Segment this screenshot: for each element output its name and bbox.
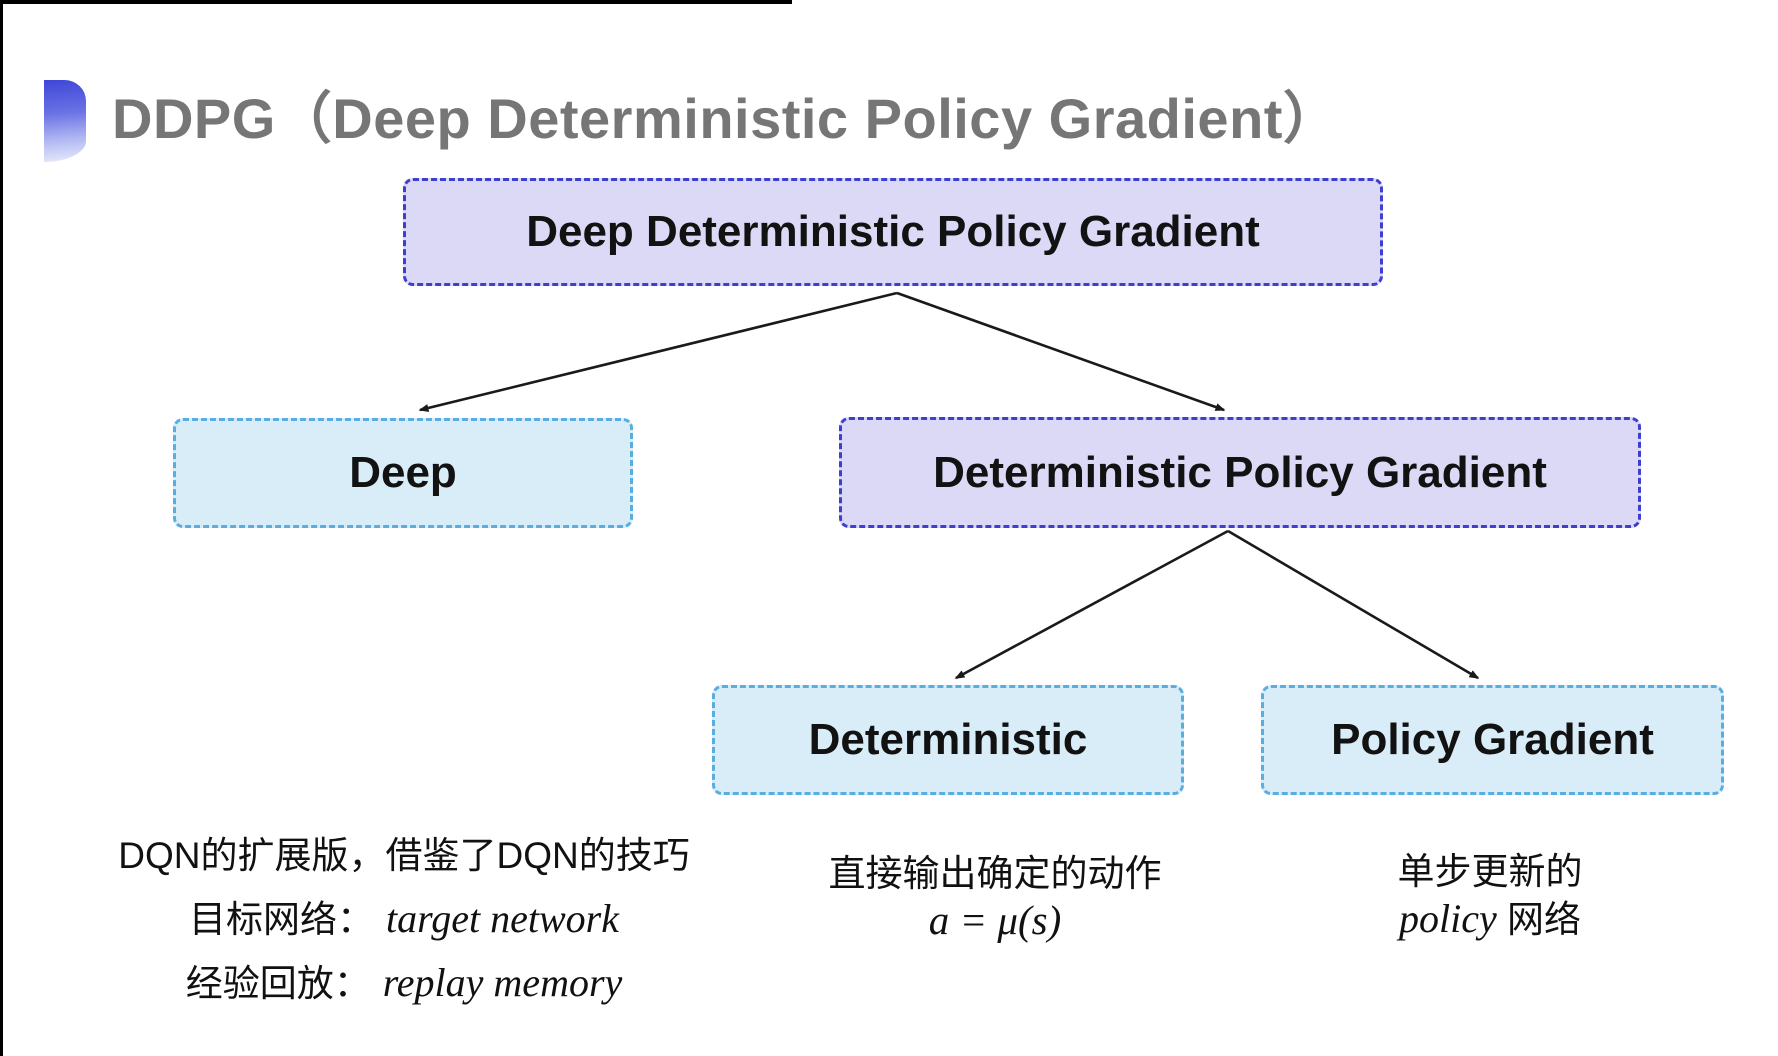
node-label: Deep Deterministic Policy Gradient — [526, 207, 1260, 256]
node-label: Policy Gradient — [1331, 715, 1654, 764]
note-policy-gradient-line2: policy 网络 — [1398, 896, 1581, 941]
note-deterministic-line1: 直接输出确定的动作 — [828, 853, 1162, 894]
node-deterministic: Deterministic — [712, 685, 1184, 795]
node-deep-deterministic-policy-gradient: Deep Deterministic Policy Gradient — [403, 178, 1383, 286]
title-bullet-icon — [44, 80, 86, 162]
note-policy-gradient: 单步更新的 policy 网络 — [1290, 848, 1690, 943]
screen-edge-top — [0, 0, 792, 4]
arrow-root-to-dpg — [896, 291, 1226, 412]
screen-edge-left — [0, 0, 3, 1056]
node-deep: Deep — [173, 418, 633, 528]
note-deterministic-formula: a = μ(s) — [928, 897, 1062, 943]
node-label: Deterministic — [808, 715, 1088, 764]
arrow-dpg-to-policy-gradient — [1227, 529, 1480, 680]
node-label: Deep — [349, 448, 457, 497]
note-deterministic: 直接输出确定的动作 a = μ(s) — [795, 850, 1195, 945]
node-policy-gradient: Policy Gradient — [1261, 685, 1724, 795]
note-deep: DQN的扩展版，借鉴了DQN的技巧 目标网络：target network 经验… — [108, 824, 700, 1015]
slide-title: DDPG（Deep Deterministic Policy Gradient） — [112, 87, 1340, 150]
arrow-dpg-to-deterministic — [954, 529, 1229, 680]
note-deep-line3: 经验回放：replay memory — [185, 960, 623, 1005]
note-deep-line2: 目标网络：target network — [189, 896, 619, 941]
node-deterministic-policy-gradient: Deterministic Policy Gradient — [839, 417, 1641, 528]
note-deep-line1: DQN的扩展版，借鉴了DQN的技巧 — [118, 835, 690, 876]
arrow-root-to-deep — [418, 291, 898, 412]
node-label: Deterministic Policy Gradient — [933, 447, 1547, 497]
note-policy-gradient-line1: 单步更新的 — [1397, 851, 1583, 892]
